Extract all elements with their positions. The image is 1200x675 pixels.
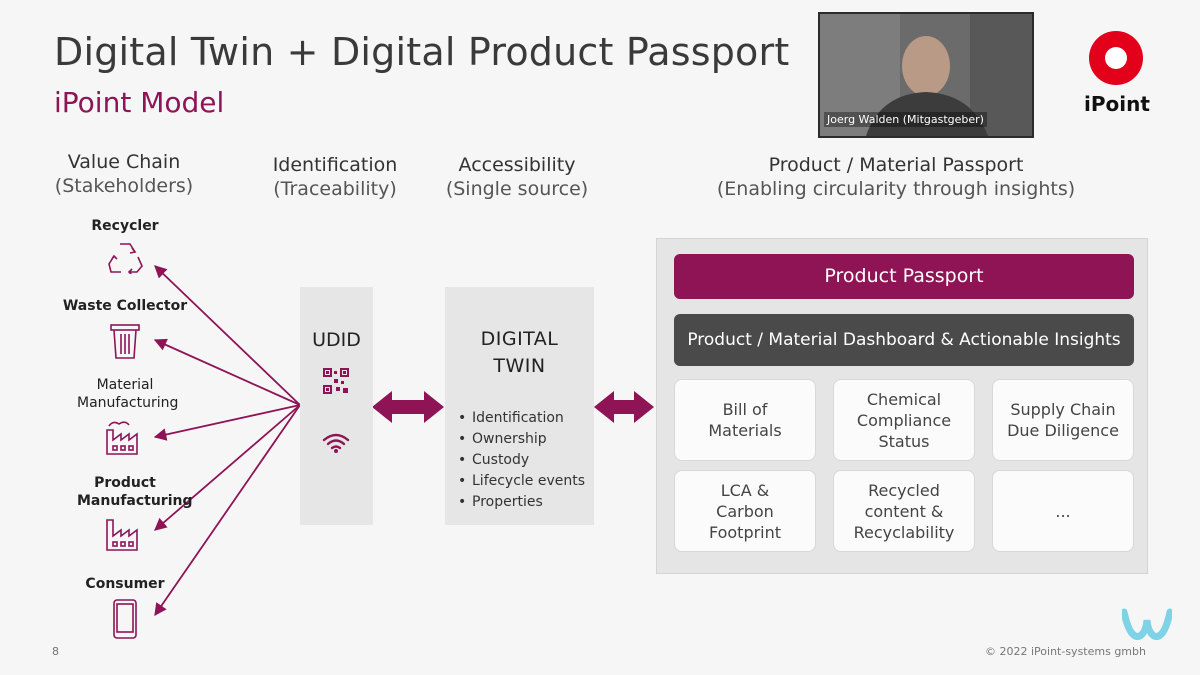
column-header-accessibility: Accessibility (Single source): [437, 153, 597, 201]
arrow-to-product-manufacturing: [154, 404, 301, 531]
column-title: Accessibility: [458, 154, 576, 176]
list-item: Properties: [458, 492, 585, 513]
qr-code-icon: [323, 368, 349, 394]
stakeholder-recycler-label: Recycler: [91, 218, 159, 234]
column-subtitle: (Stakeholders): [54, 175, 194, 197]
participant-name-label: Joerg Walden (Mitgastgeber): [824, 112, 987, 127]
udid-title: UDID: [312, 329, 361, 351]
double-arrow-udid-twin: [372, 391, 444, 423]
ipoint-logo-text: iPoint: [1084, 92, 1150, 116]
column-header-passport: Product / Material Passport (Enabling ci…: [696, 153, 1096, 201]
column-subtitle: (Enabling circularity through insights): [716, 178, 1076, 200]
webex-logo-icon: [1122, 608, 1172, 640]
column-title: Product / Material Passport: [768, 154, 1024, 176]
wifi-icon: [322, 433, 350, 453]
column-subtitle: (Single source): [445, 178, 589, 200]
arrow-to-waste-collector: [153, 338, 301, 406]
column-title: Identification: [272, 154, 398, 176]
tile-recycled-content: Recycled content & Recyclability: [833, 470, 975, 552]
slide-subtitle: iPoint Model: [54, 86, 225, 119]
arrow-to-consumer: [154, 404, 301, 617]
tile-supply-chain: Supply Chain Due Diligence: [992, 379, 1134, 461]
smartphone-icon: [113, 599, 137, 639]
participant-video-tile[interactable]: [818, 12, 1034, 138]
arrow-to-recycler: [154, 265, 301, 406]
trash-bin-icon: [110, 324, 140, 359]
double-arrow-twin-passport: [594, 391, 654, 423]
digital-twin-title: DIGITAL TWIN: [445, 326, 594, 380]
digital-twin-title-line1: DIGITAL: [480, 328, 559, 350]
column-header-value-chain: Value Chain (Stakeholders): [44, 150, 204, 198]
tile-chemical-compliance: Chemical Compliance Status: [833, 379, 975, 461]
recycle-icon: [108, 243, 143, 274]
column-header-identification: Identification (Traceability): [255, 153, 415, 201]
column-title: Value Chain: [67, 151, 181, 173]
stakeholder-material-manufacturing-text: Material Manufacturing: [77, 377, 179, 411]
participant-video-icon: [820, 14, 1032, 136]
stakeholder-product-manufacturing-label: Product Manufacturing: [45, 474, 205, 510]
stakeholder-material-manufacturing-label: Material Manufacturing: [45, 376, 205, 412]
column-subtitle: (Traceability): [273, 178, 397, 200]
tile-lca-carbon: LCA & Carbon Footprint: [674, 470, 816, 552]
tile-more: ...: [992, 470, 1134, 552]
slide-title: Digital Twin + Digital Product Passport: [54, 30, 790, 74]
list-item: Custody: [458, 450, 585, 471]
stakeholder-waste-collector-label: Waste Collector: [62, 298, 188, 314]
stakeholder-consumer-label: Consumer: [85, 576, 165, 592]
list-item: Lifecycle events: [458, 471, 585, 492]
list-item: Ownership: [458, 429, 585, 450]
arrow-to-material-manufacturing: [153, 404, 301, 441]
digital-twin-title-line2: TWIN: [493, 355, 546, 377]
digital-twin-list: Identification Ownership Custody Lifecyc…: [446, 408, 585, 513]
ipoint-logo-icon: [1089, 31, 1143, 85]
factory-icon: [106, 519, 138, 551]
list-item: Identification: [458, 408, 585, 429]
product-passport-header: Product Passport: [674, 254, 1134, 299]
udid-panel: [300, 287, 373, 525]
page-number: 8: [52, 645, 59, 658]
stakeholder-product-manufacturing-text: Product Manufacturing: [77, 475, 193, 509]
factory-icon: [106, 421, 138, 455]
tile-bill-of-materials: Bill of Materials: [674, 379, 816, 461]
dashboard-bar: Product / Material Dashboard & Actionabl…: [674, 314, 1134, 366]
copyright-text: © 2022 iPoint-systems gmbh: [985, 645, 1146, 658]
